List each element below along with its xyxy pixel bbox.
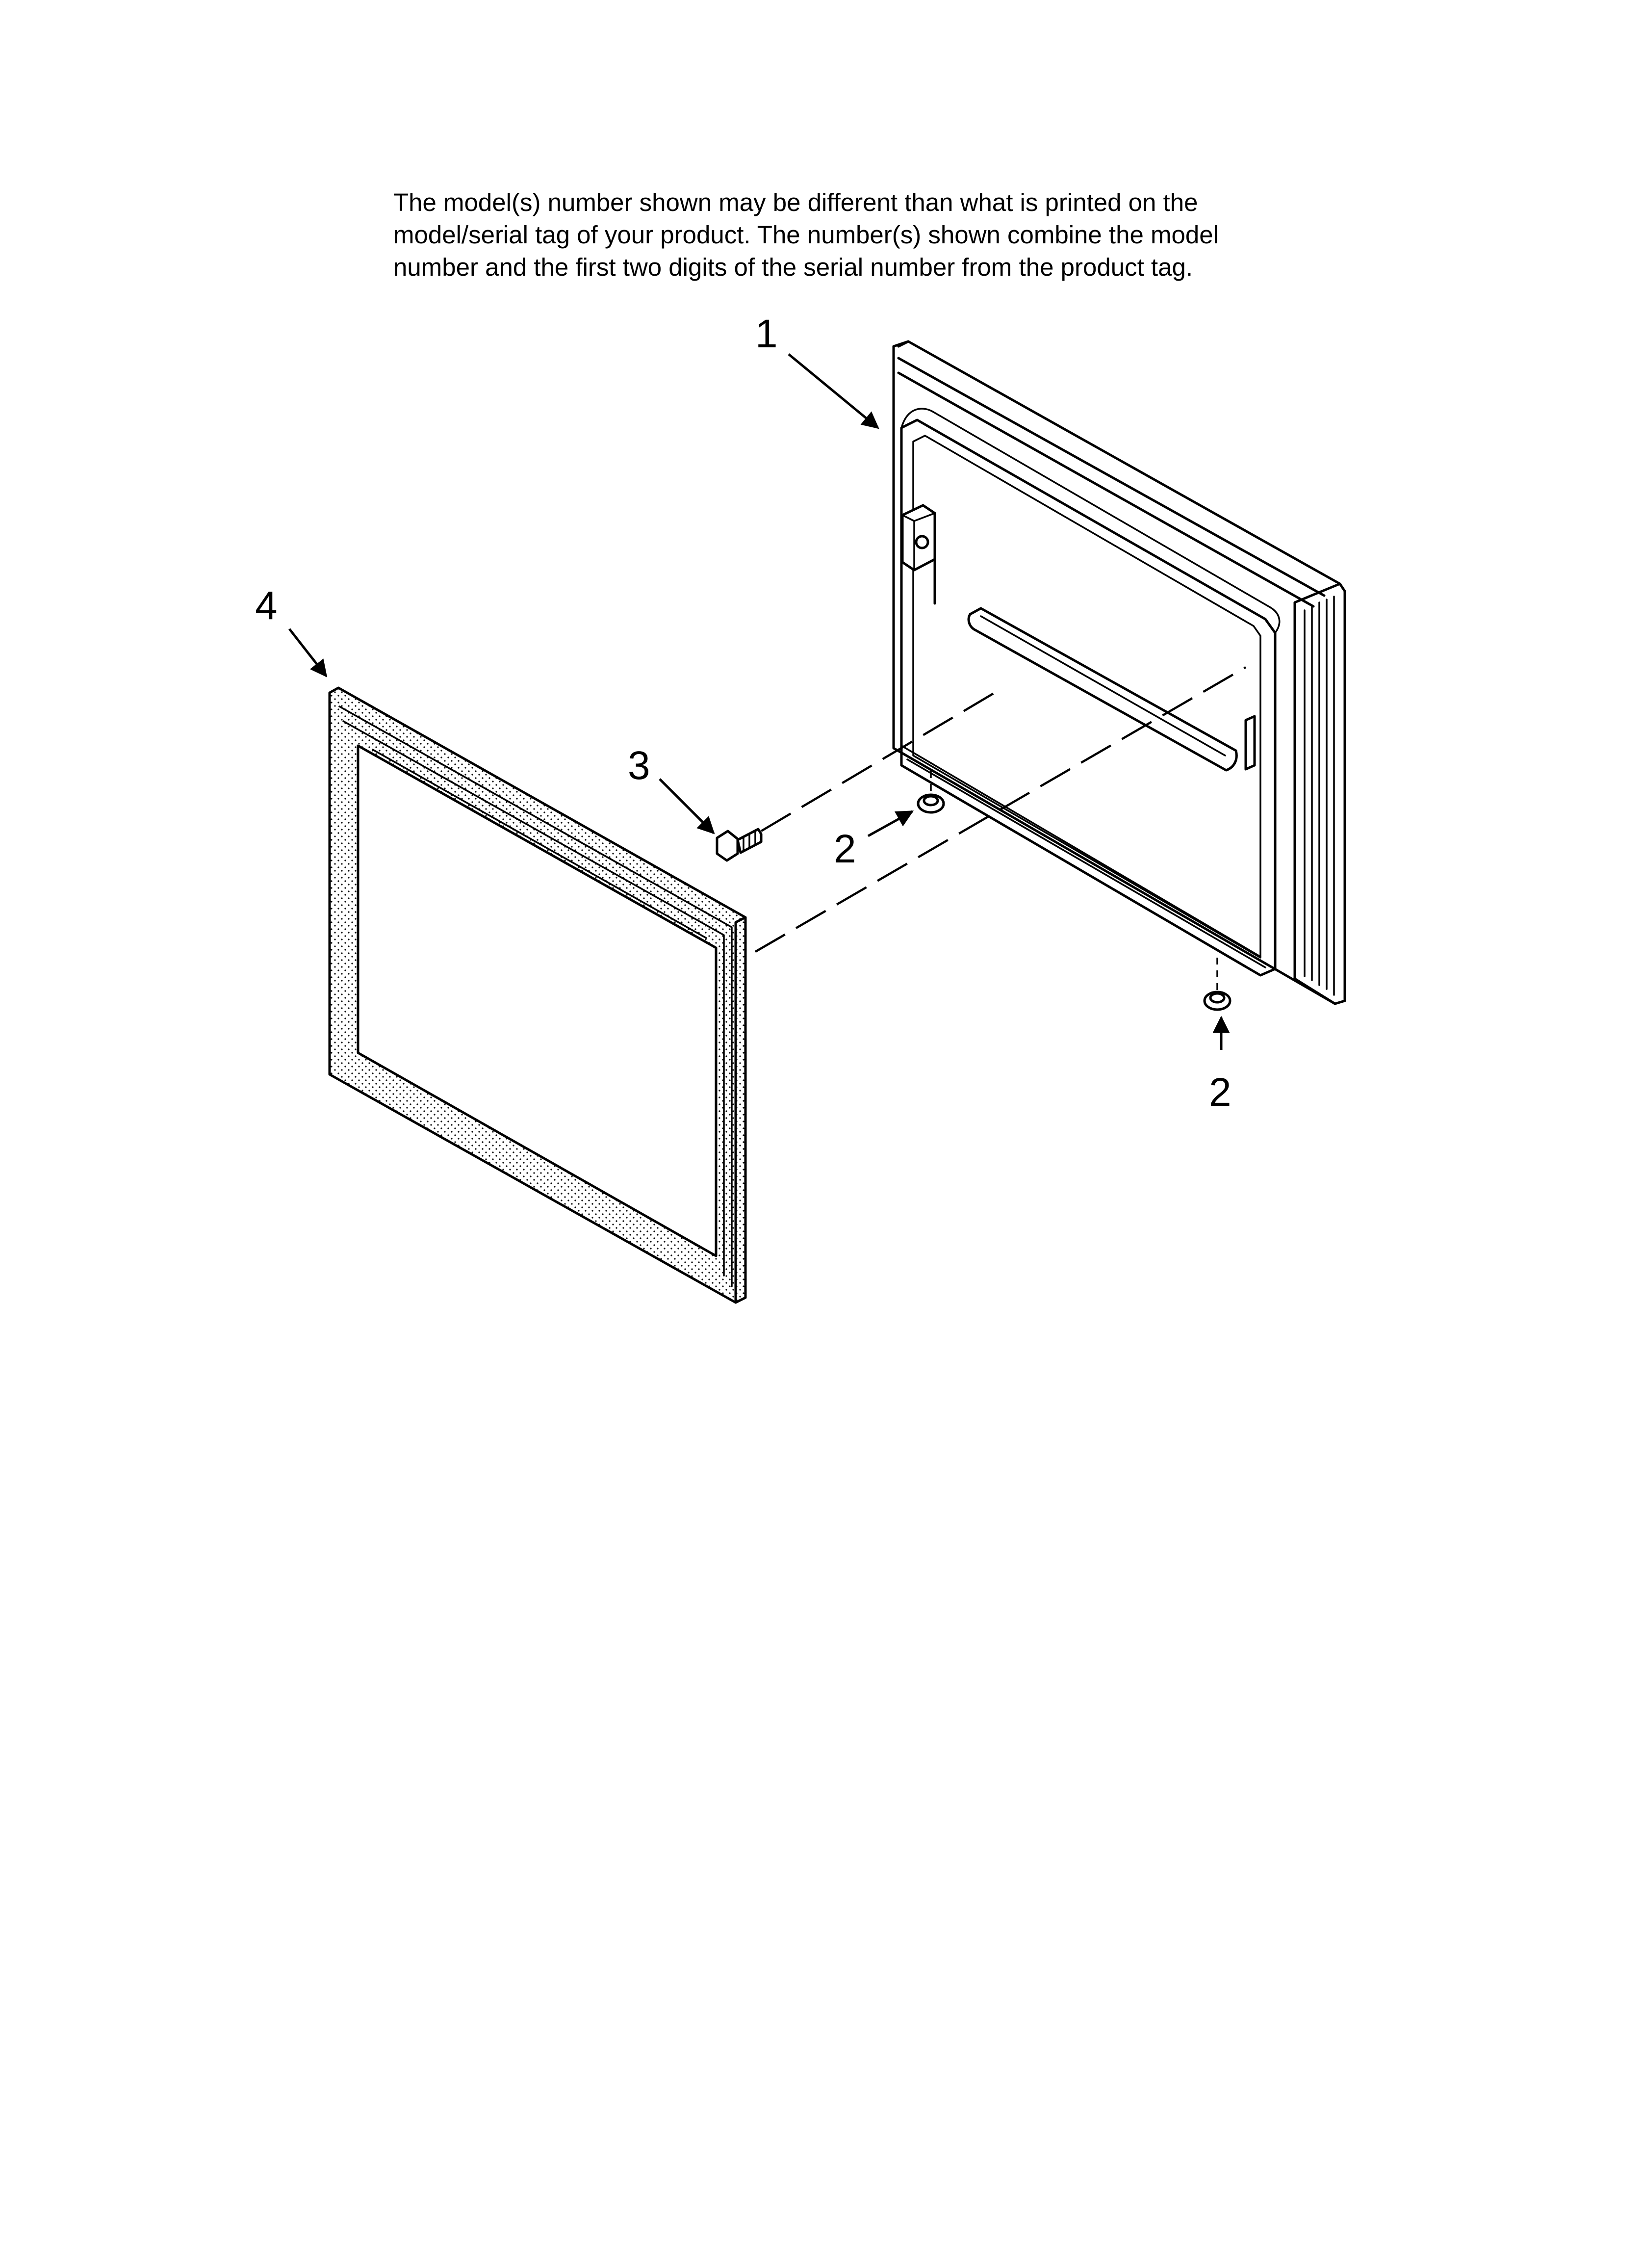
assembly-lines (754, 666, 1247, 990)
callout-plug-lower-number: 2 (1209, 1070, 1232, 1115)
leader-plug-upper (867, 810, 914, 837)
door-side-bracket (1244, 715, 1256, 771)
door-gasket (328, 686, 747, 1304)
gasket-to-door-line (754, 666, 1247, 953)
door-outer-shell (892, 340, 1346, 1005)
gasket-channel-lines (338, 705, 733, 1287)
door-top-band (897, 340, 1326, 608)
hinge-screw (716, 828, 763, 862)
callout-screw-number: 3 (628, 743, 650, 788)
callout-plug-upper-number: 2 (834, 827, 856, 871)
door-bottom-lip (900, 745, 1266, 968)
hinge-hole-plug-upper (917, 793, 945, 814)
leader-screw (659, 778, 715, 834)
leader-gasket (288, 628, 328, 678)
gasket-inner-opening (357, 744, 718, 1257)
model-number-disclaimer: The model(s) number shown may be differe… (393, 186, 1374, 284)
disclaimer-line-3: number and the first two digits of the s… (393, 253, 1193, 281)
disclaimer-line-1: The model(s) number shown may be differe… (393, 188, 1198, 216)
door-inner-liner (900, 418, 1277, 977)
callout-leaders (288, 353, 1230, 1050)
leader-door (788, 353, 879, 429)
door-handle (967, 607, 1238, 772)
callout-door-number: 1 (755, 312, 778, 356)
freezer-door (892, 340, 1346, 1005)
door-inner-liner-edge (912, 435, 1261, 959)
door-side-ridges (1304, 596, 1335, 996)
hinge-hole-plug-lower (1203, 991, 1232, 1011)
callout-gasket-number: 4 (255, 583, 278, 628)
disclaimer-line-2: model/serial tag of your product. The nu… (393, 221, 1219, 249)
screw-head (716, 830, 739, 862)
door-liner-curl (900, 408, 1281, 634)
gasket-depth-edge (734, 916, 747, 1304)
